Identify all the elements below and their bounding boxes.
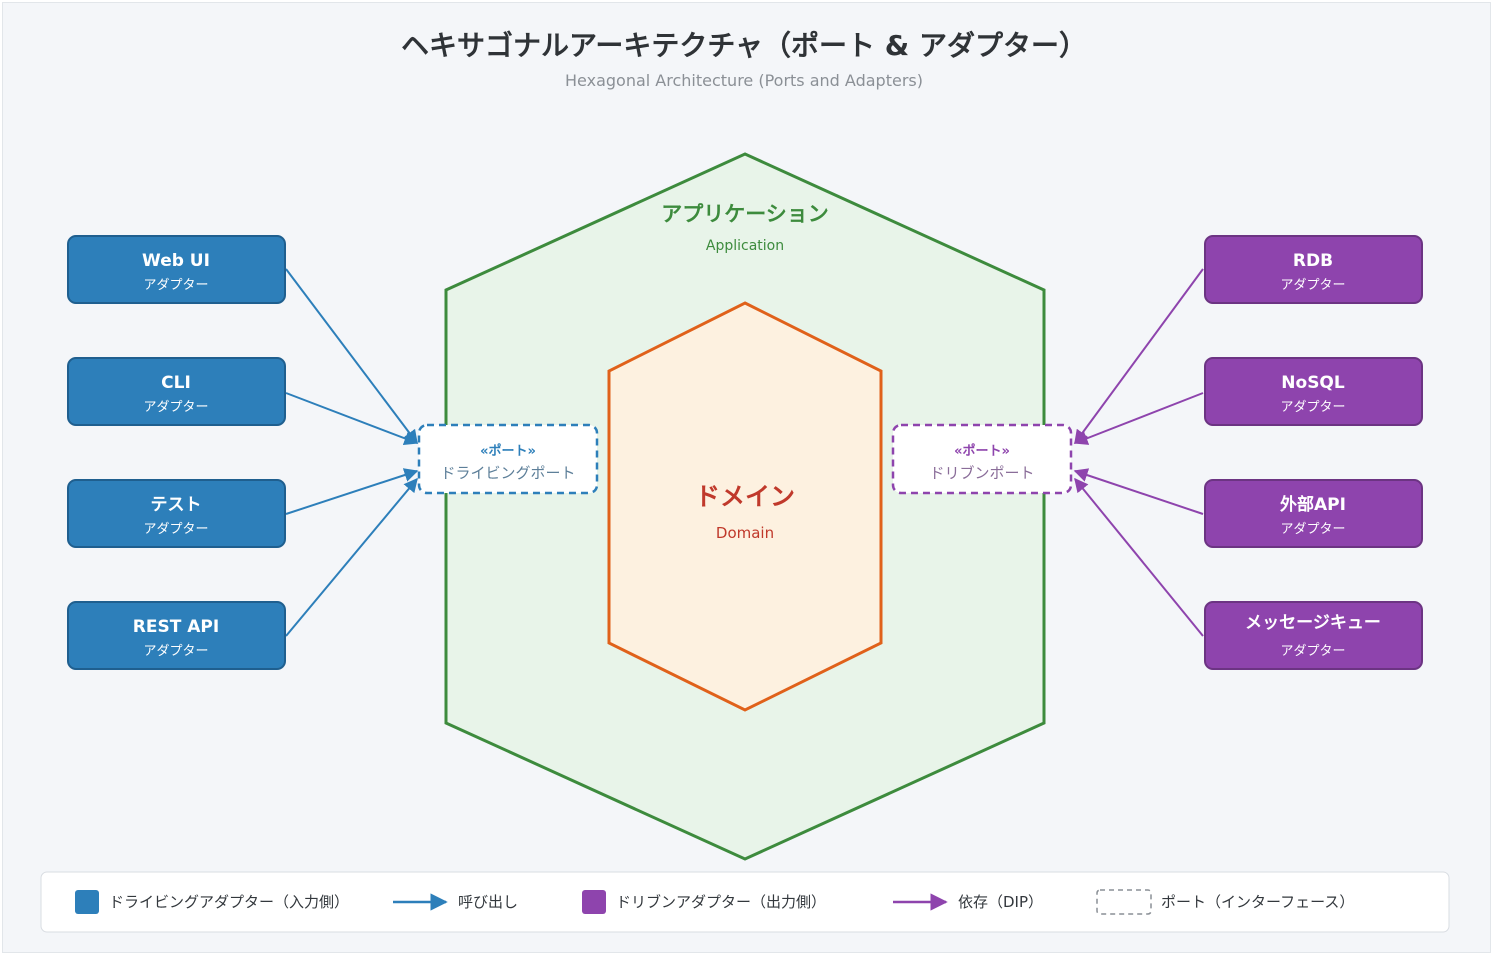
driven-arrows [1073,268,1204,637]
depend-arrow [1073,468,1204,515]
driving-adapter-webui: Web UI アダプター [67,235,286,304]
driving-adapter-test: テスト アダプター [67,479,286,548]
driven-port [891,423,1073,495]
adapter-name: CLI [161,373,191,393]
port-swatch [1096,889,1152,915]
driving-port [417,423,599,495]
driven-adapter-rdb: RDB アダプター [1204,235,1423,304]
driving-adapter-restapi: REST API アダプター [67,601,286,670]
call-arrow [285,392,419,446]
legend-depend: 依存（DIP） [958,893,1043,911]
depend-arrow [1073,392,1204,445]
architecture-diagram: ヘキサゴナルアーキテクチャ（ポート & アダプター） Hexagonal Arc… [40,29,1450,933]
adapter-name: テスト [151,495,202,515]
driving-port-stereotype: «ポート» [480,443,536,459]
legend-driving: ドライビングアダプター（入力側） [109,893,349,911]
call-arrow [285,268,418,445]
adapter-name: メッセージキュー [1245,613,1381,633]
adapter-type: アダプター [1280,644,1345,659]
legend-panel [40,871,1450,933]
driving-port-label: ドライビングポート [440,464,575,482]
adapter-name: NoSQL [1281,373,1345,393]
adapter-type: アダプター [143,522,208,537]
adapter-type: アダプター [143,278,208,293]
adapter-name: Web UI [142,251,210,271]
call-arrow [285,468,419,515]
page-subtitle: Hexagonal Architecture (Ports and Adapte… [565,71,923,90]
adapter-type: アダプター [1280,522,1345,537]
driving-arrows [285,268,419,637]
legend-driven: ドリブンアダプター（出力側） [616,893,826,911]
adapter-name: RDB [1293,251,1333,271]
adapter-type: アダプター [143,400,208,415]
adapter-type: アダプター [143,644,208,659]
legend-port: ポート（インターフェース） [1161,893,1354,911]
call-arrow [285,477,418,637]
driving-adapter-cli: CLI アダプター [67,357,286,426]
adapter-name: 外部API [1280,494,1346,515]
adapter-type: アダプター [1280,400,1345,415]
driven-adapter-message-queue: メッセージキュー アダプター [1204,601,1423,670]
legend-call: 呼び出し [458,893,518,911]
application-sublabel: Application [706,238,784,254]
adapter-name: REST API [133,617,219,637]
driven-adapter-external-api: 外部API アダプター [1204,479,1423,548]
page-title: ヘキサゴナルアーキテクチャ（ポート & アダプター） [401,29,1087,62]
driven-port-label: ドリブンポート [929,464,1034,482]
adapter-type: アダプター [1280,278,1345,293]
legend: ドライビングアダプター（入力側） 呼び出し ドリブンアダプター（出力側） 依存（… [40,871,1450,933]
driven-port-stereotype: «ポート» [954,443,1010,459]
driven-adapter-nosql: NoSQL アダプター [1204,357,1423,426]
depend-arrow [1074,268,1204,445]
depend-arrow [1074,477,1204,637]
driven-swatch [582,890,606,914]
domain-label: ドメイン [695,482,795,511]
domain-sublabel: Domain [716,524,774,542]
application-label: アプリケーション [661,202,829,226]
domain-hexagon [607,301,883,712]
driving-swatch [75,890,99,914]
